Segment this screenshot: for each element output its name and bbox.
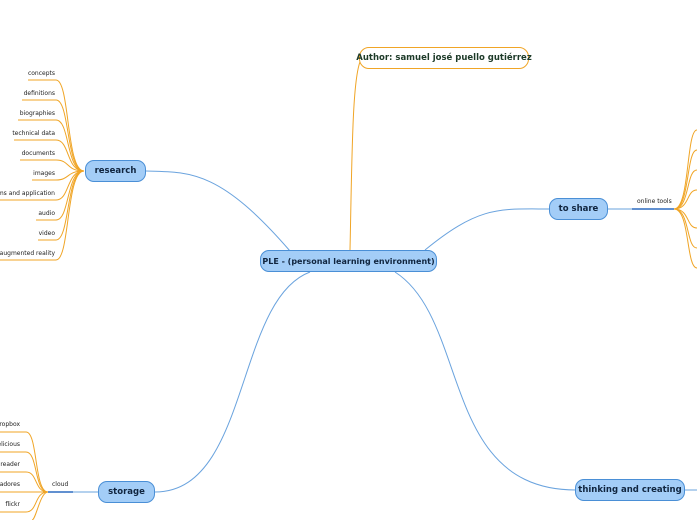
- storage-leaf[interactable]: ropbox: [0, 421, 20, 428]
- share-fan-lines: [673, 129, 697, 269]
- research-leaf[interactable]: ems and application: [0, 190, 55, 197]
- research-leaf[interactable]: technical data: [12, 130, 55, 137]
- link-center-share: [424, 208, 551, 251]
- link-center-author: [349, 57, 363, 251]
- link-center-thinking: [394, 271, 577, 491]
- online-tools-label[interactable]: online tools: [637, 198, 672, 205]
- link-center-research: [145, 170, 291, 252]
- research-node[interactable]: research: [85, 160, 146, 182]
- storage-fan-lines: [0, 431, 49, 520]
- research-leaf[interactable]: definitions: [23, 90, 55, 97]
- storage-leaf[interactable]: elicious: [0, 441, 20, 448]
- research-leaf[interactable]: augmented reality: [0, 250, 55, 257]
- storage-leaf[interactable]: reader: [0, 461, 20, 468]
- link-center-storage: [154, 271, 311, 493]
- research-branch-lines: [0, 79, 85, 261]
- to-share-node[interactable]: to share: [549, 198, 608, 220]
- storage-node[interactable]: storage: [98, 481, 155, 503]
- storage-leaf[interactable]: flickr: [5, 501, 20, 508]
- research-leaf[interactable]: documents: [21, 150, 55, 157]
- research-leaf[interactable]: concepts: [27, 70, 55, 77]
- author-node[interactable]: Author: samuel josé puello gutiérrez: [356, 47, 532, 69]
- research-leaf[interactable]: video: [38, 230, 55, 237]
- storage-leaf[interactable]: adores: [0, 481, 20, 488]
- cloud-label[interactable]: cloud: [52, 481, 69, 488]
- research-leaf[interactable]: audio: [38, 210, 55, 217]
- center-node[interactable]: PLE - (personal learning environment): [260, 250, 437, 272]
- research-leaf[interactable]: images: [33, 170, 55, 177]
- thinking-creating-node[interactable]: thinking and creating: [575, 479, 685, 501]
- research-leaf[interactable]: biographies: [19, 110, 55, 117]
